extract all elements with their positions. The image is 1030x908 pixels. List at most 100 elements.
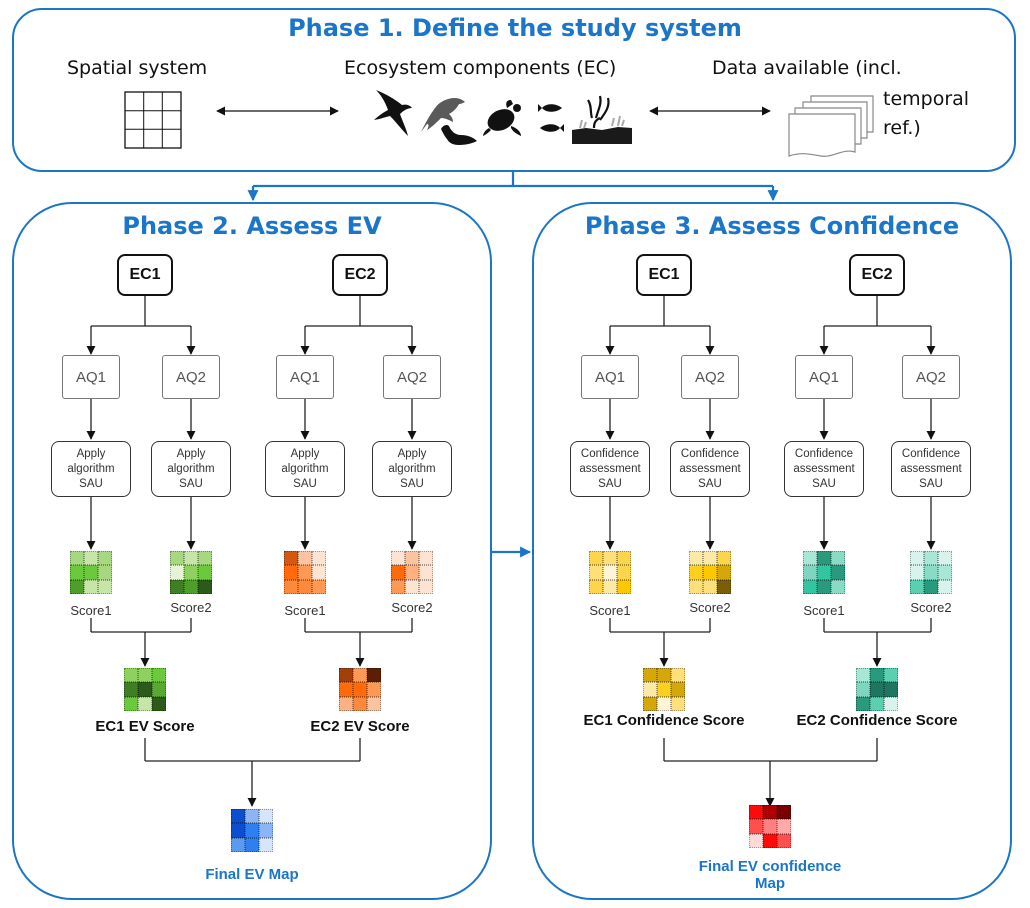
phase3-box: [532, 202, 1012, 900]
grid-cell: [137, 682, 153, 697]
kelp-habitat-icon: [572, 95, 632, 144]
ec-box-ec2: EC2: [332, 254, 388, 296]
process-label-line: Apply: [290, 447, 320, 460]
grid-cell: [656, 696, 672, 711]
aq-box-aq1: AQ1: [276, 355, 334, 399]
grid-cell: [656, 682, 672, 697]
grid-cell: [169, 579, 184, 594]
grid-cell: [884, 696, 899, 711]
aq-box-aq2: AQ2: [681, 355, 739, 399]
score-label: Score2: [910, 600, 952, 615]
final-label-line: Final EV confidence: [698, 858, 842, 875]
grid-cell: [419, 565, 434, 580]
grid-cell: [183, 565, 199, 580]
grid-cell: [198, 565, 213, 580]
grid-cell: [938, 565, 953, 580]
grid-cell: [390, 551, 405, 566]
grid-cell: [123, 668, 138, 683]
grid-cell: [83, 551, 99, 566]
ec-score-grid: [642, 668, 686, 711]
grid-cell: [777, 805, 792, 820]
grid-cell: [259, 809, 274, 824]
grid-cell: [98, 579, 113, 594]
final-label-line: Map: [755, 875, 785, 892]
phase1-box: [12, 8, 1016, 172]
documents-stack-icon: [788, 95, 874, 157]
score-label: Score1: [70, 603, 112, 618]
phase2-title: Phase 2. Assess EV: [122, 212, 382, 240]
grid-cell: [352, 682, 368, 697]
grid-icon: [124, 91, 182, 149]
ec-score-label: EC1 Confidence Score: [583, 712, 745, 729]
process-label-line: SAU: [293, 477, 317, 490]
grid-cell: [923, 565, 939, 580]
grid-cell: [338, 696, 353, 711]
grid-cell: [230, 809, 245, 824]
process-label-line: assessment: [793, 462, 855, 475]
grid-cell: [617, 579, 632, 594]
aq-box-aq2: AQ2: [383, 355, 441, 399]
grid-cell: [884, 682, 899, 697]
grid-cell: [137, 668, 153, 683]
process-label-line: Confidence: [680, 447, 740, 460]
grid-cell: [762, 805, 778, 820]
grid-cell: [152, 696, 167, 711]
grid-cell: [244, 823, 260, 838]
grid-cell: [802, 579, 817, 594]
grid-cell: [123, 682, 138, 697]
grid-cell: [816, 565, 832, 580]
process-label-line: SAU: [79, 477, 103, 490]
grid-cell: [717, 565, 732, 580]
grid-cell: [602, 551, 618, 566]
grid-cell: [69, 579, 84, 594]
grid-cell: [748, 805, 763, 820]
grid-cell: [367, 696, 382, 711]
grid-cell: [169, 551, 184, 566]
grid-cell: [588, 565, 603, 580]
fish-icon: [538, 104, 564, 132]
grid-cell: [688, 565, 703, 580]
grid-cell: [297, 565, 313, 580]
score-grid: [802, 551, 846, 594]
process-label-line: algorithm: [388, 462, 436, 475]
grid-cell: [419, 579, 434, 594]
grid-cell: [297, 579, 313, 594]
process-label-line: Apply: [397, 447, 427, 460]
grid-cell: [602, 579, 618, 594]
grid-cell: [404, 565, 420, 580]
grid-cell: [938, 551, 953, 566]
grid-cell: [938, 579, 953, 594]
grid-cell: [338, 682, 353, 697]
ecosystem-components-label: Ecosystem components (EC): [344, 57, 617, 79]
grid-cell: [656, 668, 672, 683]
grid-cell: [642, 668, 657, 683]
process-label-line: SAU: [598, 477, 622, 490]
grid-cell: [198, 551, 213, 566]
spatial-system-label: Spatial system: [67, 57, 208, 79]
grid-cell: [816, 551, 832, 566]
process-label-line: SAU: [919, 477, 943, 490]
process-label-line: assessment: [679, 462, 741, 475]
grid-cell: [671, 682, 686, 697]
grid-cell: [869, 696, 885, 711]
final-ev-map-label: Final EV Map: [205, 866, 299, 883]
grid-cell: [98, 551, 113, 566]
score-label: Score1: [284, 603, 326, 618]
grid-cell: [717, 579, 732, 594]
process-label-line: algorithm: [67, 462, 115, 475]
grid-cell: [855, 682, 870, 697]
ec-box-ec2: EC2: [849, 254, 905, 296]
grid-cell: [83, 579, 99, 594]
grid-cell: [390, 579, 405, 594]
